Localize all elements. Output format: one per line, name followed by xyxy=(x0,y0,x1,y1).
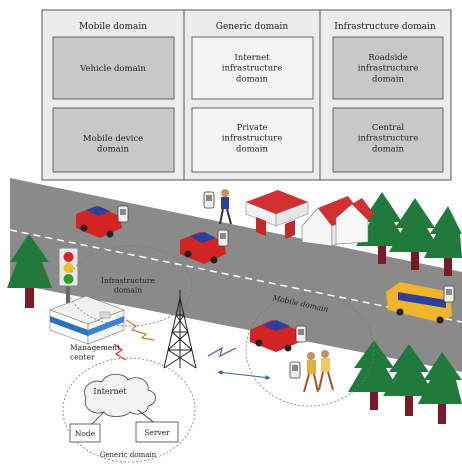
label-line: Management xyxy=(70,343,120,352)
label-line: Private xyxy=(237,123,268,133)
tree-icon xyxy=(383,344,435,416)
roadside-infrastructure-domain-cell xyxy=(332,36,444,100)
label-line: Infrastructure xyxy=(101,276,156,285)
phone-icon xyxy=(203,191,215,209)
road-surface xyxy=(10,178,462,372)
tree-icon xyxy=(348,340,400,410)
infrastructure-domain-boundary xyxy=(67,245,193,327)
houses-icon xyxy=(301,196,374,247)
label-line: Roadside xyxy=(368,53,408,63)
label-line: Vehicle domain xyxy=(79,64,146,74)
wireless-link-blue xyxy=(207,346,237,358)
walking-people-icon xyxy=(303,350,334,393)
label-line: domain xyxy=(236,144,268,154)
phone-icon xyxy=(295,325,307,343)
management-center-icon xyxy=(49,295,125,345)
tree-icon xyxy=(389,198,441,270)
pedestrian-icon xyxy=(219,189,232,225)
gas-station-icon xyxy=(245,190,309,239)
mobile-domain-boundary xyxy=(245,293,375,407)
server-label: Server xyxy=(144,428,170,437)
label-line: domain xyxy=(236,74,268,84)
phone-icon xyxy=(443,285,455,303)
generic-domain-boundary xyxy=(62,357,196,463)
red-car-icon-3 xyxy=(250,320,300,352)
wireless-link-red xyxy=(113,343,127,361)
phone-icon xyxy=(217,229,229,247)
private-infrastructure-domain-cell xyxy=(191,107,314,173)
generic-domain-label: Generic domain xyxy=(100,451,157,459)
tree-icon xyxy=(418,352,462,424)
label-line: infrastructure xyxy=(358,64,419,74)
mobile-device-domain-cell xyxy=(52,107,175,173)
bus-icon xyxy=(386,282,452,324)
label-line: Internet xyxy=(234,53,270,63)
label-line: Mobile device xyxy=(83,134,143,144)
phone-icon xyxy=(289,361,301,379)
lane-marking xyxy=(9,229,462,323)
tree-group-right-bottom xyxy=(348,340,462,424)
column-header-mobile: Mobile domain xyxy=(79,22,147,32)
internet-label: Internet xyxy=(93,387,127,396)
cell-tower-icon xyxy=(163,290,197,369)
label-line: domain xyxy=(372,74,404,84)
red-car-icon-1 xyxy=(76,206,122,238)
column-header-infrastructure: Infrastructure domain xyxy=(334,22,436,32)
bidirectional-arrow xyxy=(217,370,271,380)
server-box xyxy=(135,421,179,443)
tree-icon xyxy=(356,192,408,264)
node-label: Node xyxy=(75,429,96,438)
central-infrastructure-domain-cell xyxy=(332,107,444,173)
label-line: infrastructure xyxy=(222,134,283,144)
label-line: domain xyxy=(114,285,142,294)
phone-icon xyxy=(117,205,129,223)
vehicle-domain-cell xyxy=(52,36,175,100)
internet-infrastructure-domain-cell xyxy=(191,36,314,100)
tree-group-right-top xyxy=(356,192,462,276)
tree-left xyxy=(7,234,52,308)
label-line: domain xyxy=(97,145,129,155)
vehicle-domain-label: Vehicle domain xyxy=(79,64,146,74)
label-line: infrastructure xyxy=(222,64,283,74)
traffic-light-icon xyxy=(58,247,79,310)
wireless-link-orange xyxy=(125,319,155,341)
internet-cloud-icon xyxy=(84,373,156,417)
label-line: Central xyxy=(372,123,405,133)
column-header-generic: Generic domain xyxy=(216,22,289,32)
red-car-icon-2 xyxy=(180,232,226,264)
tree-icon xyxy=(424,206,462,276)
label-line: infrastructure xyxy=(358,134,419,144)
node-box xyxy=(69,423,101,443)
domain-table: Mobile domain Generic domain Infrastruct… xyxy=(41,9,452,181)
road xyxy=(9,178,462,372)
tree-icon xyxy=(7,234,52,308)
label-line: domain xyxy=(372,144,404,154)
label-line: center xyxy=(70,352,95,361)
